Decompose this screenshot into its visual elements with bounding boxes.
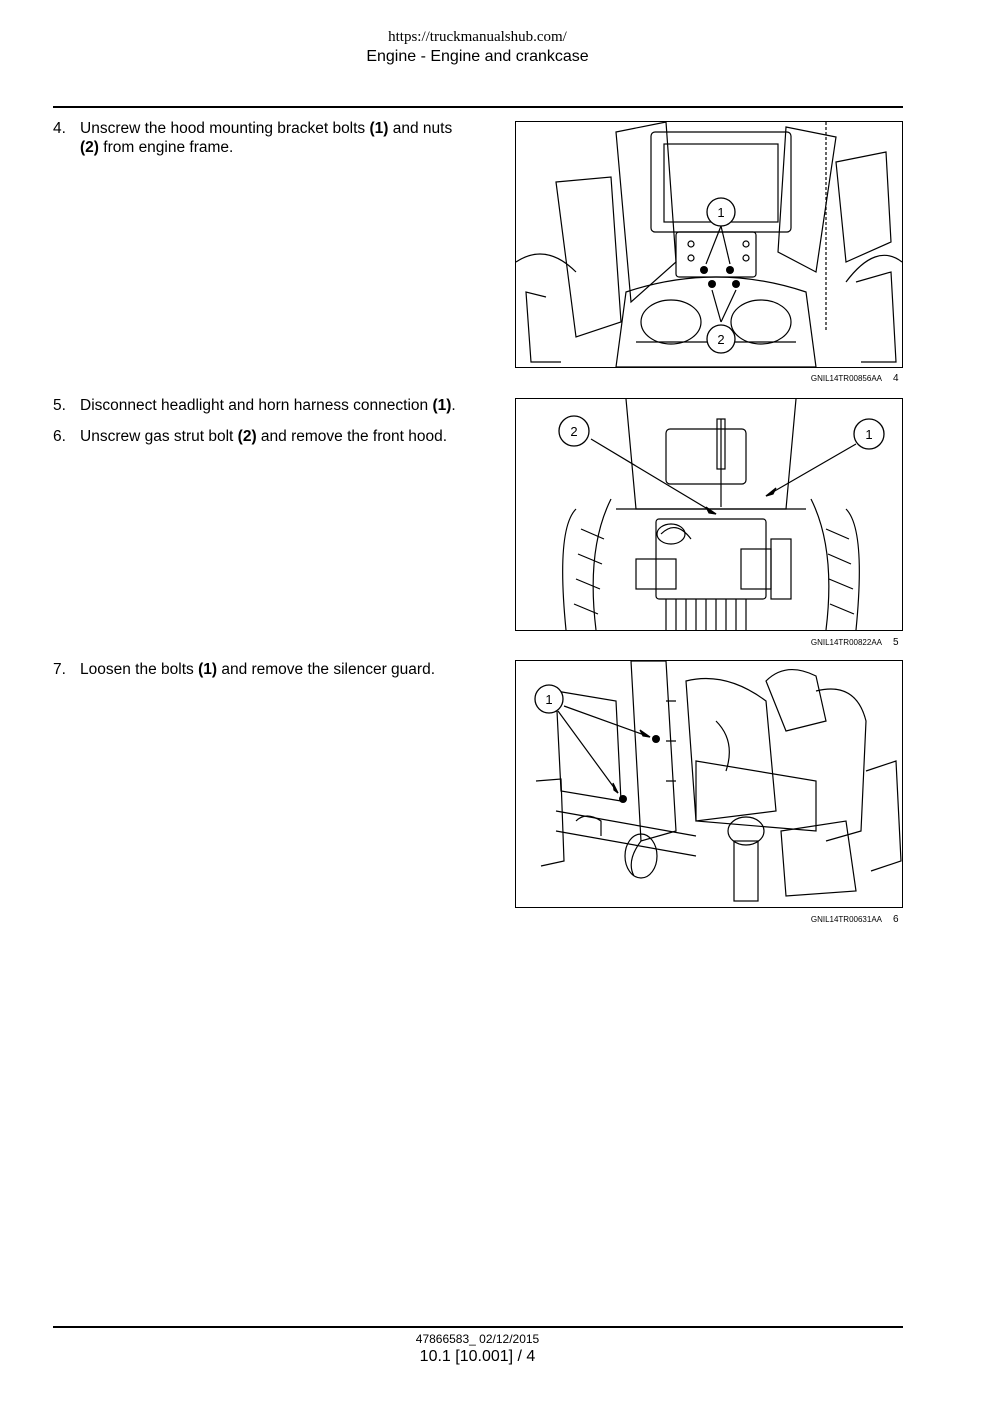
step-4: 4. Unscrew the hood mounting bracket bol… — [53, 119, 493, 157]
step-text-part: and nuts — [388, 120, 453, 137]
step-text-part: from engine frame. — [98, 139, 234, 156]
step-text-part: Disconnect headlight and horn harness co… — [80, 397, 433, 414]
step-7: 7. Loosen the bolts (1) and remove the s… — [53, 660, 493, 679]
footer-rule — [53, 1326, 903, 1328]
step-number: 4. — [53, 120, 66, 137]
header-rule — [53, 106, 903, 108]
step-text-part: Loosen the bolts — [80, 661, 199, 678]
header-title: Engine - Engine and crankcase — [366, 48, 589, 65]
callout-2: 2 — [717, 332, 724, 347]
figure-6-illustration: 1 — [515, 660, 903, 908]
step-text: Loosen the bolts (1) and remove the sile… — [80, 660, 493, 679]
figure-5-code: GNIL14TR00822AA — [810, 638, 882, 647]
step-text-part: Unscrew gas strut bolt — [80, 428, 238, 445]
step-text-part: and remove the silencer guard. — [217, 661, 435, 678]
header-url: https://truckmanualshub.com/ — [388, 29, 567, 45]
step-callout-ref: (1) — [432, 397, 452, 414]
engine-hood-bracket-drawing: 1 2 — [516, 122, 902, 367]
step-callout-ref: (1) — [198, 661, 218, 678]
figure-6-code: GNIL14TR00631AA — [810, 915, 882, 924]
callout-1: 1 — [865, 427, 872, 442]
figure-5-illustration: 2 1 — [515, 398, 903, 631]
step-text-part: . — [451, 397, 456, 414]
callout-2: 2 — [570, 424, 577, 439]
step-text: Unscrew the hood mounting bracket bolts … — [80, 119, 493, 157]
figure-6-number: 6 — [893, 914, 899, 925]
footer-page-number: 10.1 [10.001] / 4 — [419, 1348, 536, 1365]
step-number: 6. — [53, 428, 66, 445]
step-6: 6. Unscrew gas strut bolt (2) and remove… — [53, 427, 493, 446]
silencer-guard-drawing: 1 — [534, 661, 902, 902]
step-callout-ref: (2) — [80, 139, 99, 156]
figure-4-illustration: 1 2 — [515, 121, 903, 368]
step-number: 5. — [53, 397, 66, 414]
figure-4-code: GNIL14TR00856AA — [810, 374, 882, 383]
step-text: Unscrew gas strut bolt (2) and remove th… — [80, 427, 493, 446]
step-text-part: Unscrew the hood mounting bracket bolts — [80, 120, 370, 137]
step-callout-ref: (2) — [237, 428, 257, 445]
figure-5-number: 5 — [893, 637, 899, 648]
step-5: 5. Disconnect headlight and horn harness… — [53, 396, 493, 415]
callout-1: 1 — [717, 205, 724, 220]
step-number: 7. — [53, 661, 66, 678]
step-text: Disconnect headlight and horn harness co… — [80, 396, 493, 415]
footer-document-id: 47866583_ 02/12/2015 — [415, 1332, 540, 1346]
step-text-part: and remove the front hood. — [256, 428, 448, 445]
step-callout-ref: (1) — [369, 120, 389, 137]
callout-1: 1 — [545, 692, 552, 707]
front-hood-drawing: 2 1 — [558, 399, 885, 630]
figure-4-number: 4 — [893, 373, 899, 384]
